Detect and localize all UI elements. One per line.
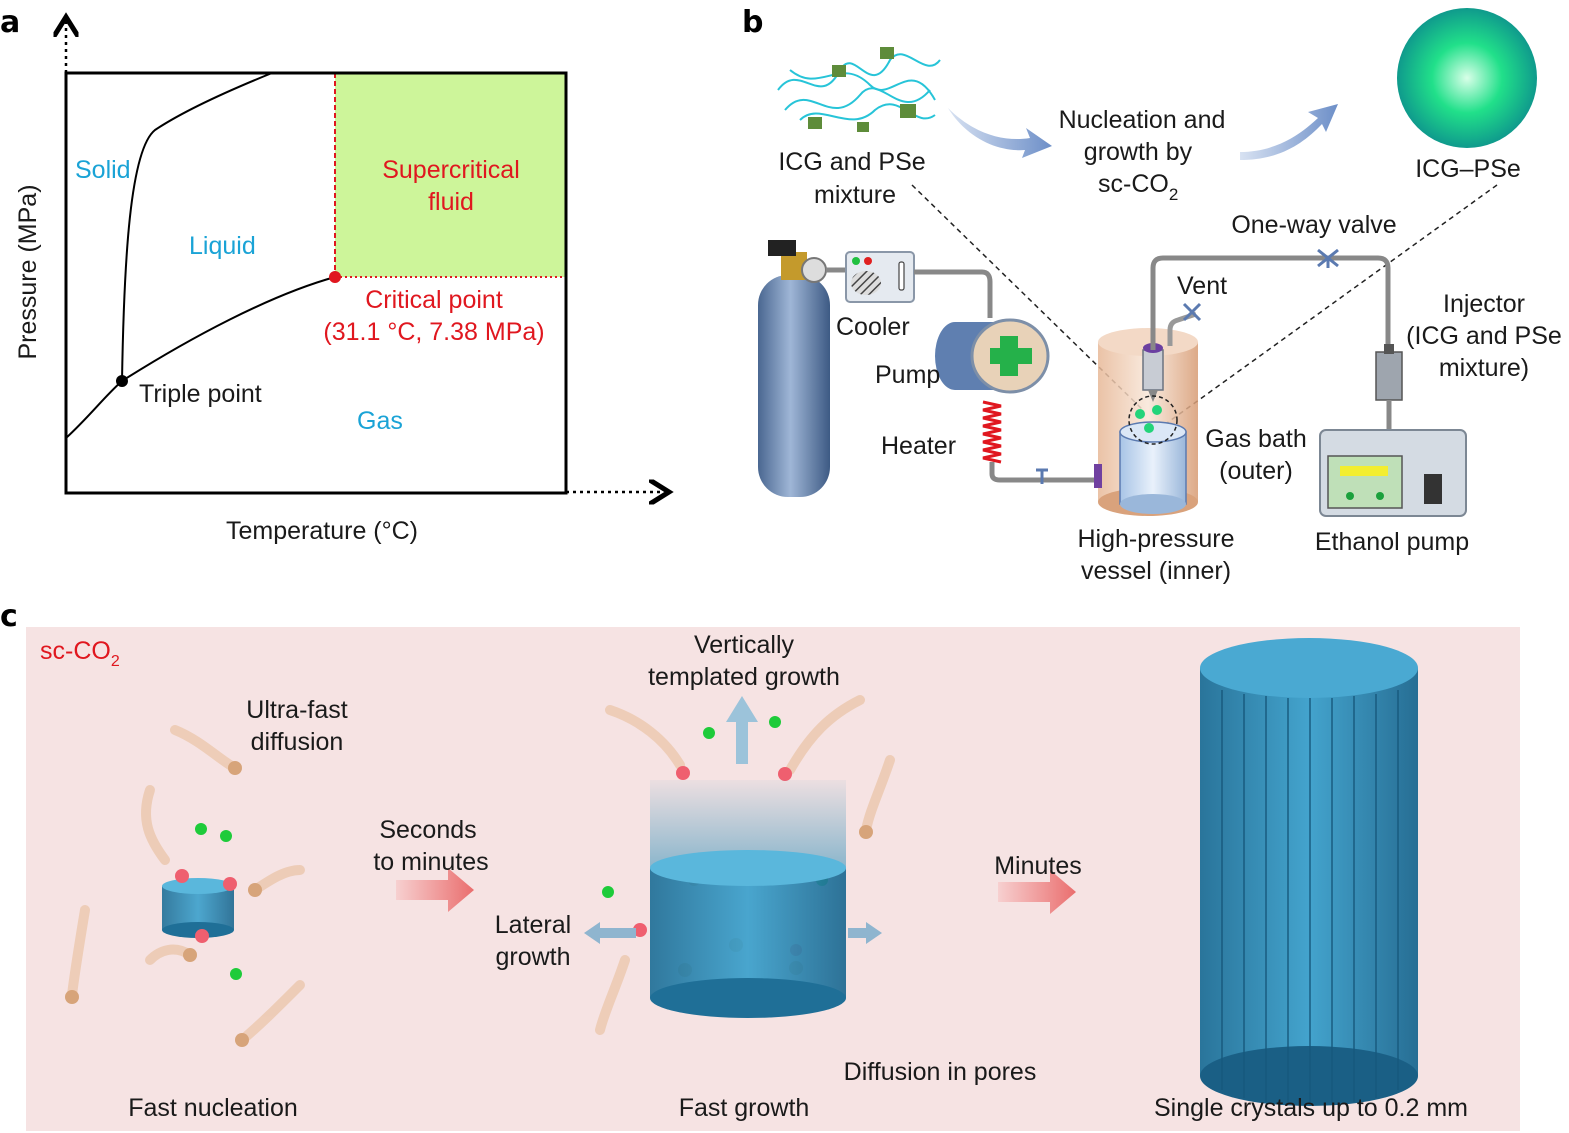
vent-label: Vent	[1177, 272, 1227, 300]
pipe-heater-vessel	[989, 462, 1096, 483]
supercritical-label-1: Supercritical	[382, 156, 520, 184]
pump-label: Pump	[875, 361, 940, 389]
panel-a-label: a	[0, 5, 20, 40]
guide-line-right	[1159, 184, 1498, 429]
time-label-1a: Seconds	[379, 816, 476, 844]
pump-unit	[935, 318, 1050, 394]
process-label-1: Nucleation and	[1059, 106, 1226, 134]
diffusion-label-1: Ultra-fast	[246, 696, 347, 724]
solid-label: Solid	[75, 156, 131, 184]
bath-label-1: Gas bath	[1205, 425, 1306, 453]
vertical-label-2: templated growth	[648, 663, 840, 691]
vessel-label-2: vessel (inner)	[1081, 557, 1231, 585]
vent-valve	[1182, 302, 1202, 322]
y-axis-title: Pressure (MPa)	[14, 184, 42, 359]
stage-2-label: Fast growth	[679, 1094, 810, 1122]
arrow-stage-1	[396, 868, 474, 912]
mixture-image	[777, 47, 941, 132]
cooler-label: Cooler	[836, 313, 910, 341]
process-arrow-2	[1240, 104, 1338, 160]
panel-c-label: c	[0, 599, 18, 634]
green-molecules	[195, 716, 828, 980]
stage-1-label: Fast nucleation	[128, 1094, 298, 1122]
stage-3-label: Single crystals up to 0.2 mm	[1154, 1094, 1468, 1122]
vertical-growth-arrow	[726, 696, 758, 764]
critical-point-label: Critical point	[365, 286, 503, 314]
liquid-label: Liquid	[189, 232, 256, 260]
injector-label-3: mixture)	[1439, 354, 1529, 382]
pores-label: Diffusion in pores	[844, 1058, 1037, 1086]
process-label-2: growth by	[1084, 138, 1193, 166]
lateral-label-1: Lateral	[495, 911, 571, 939]
process-arrow-1	[948, 108, 1052, 158]
inlet-valve	[1036, 468, 1048, 484]
lateral-arrow-left	[584, 922, 636, 944]
mixture-label-1: ICG and PSe	[778, 148, 925, 176]
x-axis-title: Temperature (°C)	[226, 517, 418, 545]
lateral-label-2: growth	[495, 943, 570, 971]
medium-subscript: 2	[111, 653, 120, 670]
vapor-curve	[65, 276, 336, 439]
vessel-label-1: High-pressure	[1077, 525, 1234, 553]
vertical-label-1: Vertically	[694, 631, 795, 659]
ethanol-pump-unit	[1319, 429, 1467, 517]
product-particle	[1397, 8, 1537, 148]
process-co2: sc-CO	[1098, 170, 1169, 198]
bath-label-2: (outer)	[1219, 457, 1293, 485]
diffusion-label-2: diffusion	[251, 728, 344, 756]
melting-curve	[121, 72, 273, 382]
lateral-arrow-right	[848, 922, 882, 944]
panel-c: c sc-CO2	[0, 599, 1520, 1131]
injector	[1375, 344, 1403, 430]
vent-pipe	[1167, 311, 1197, 346]
arrow-stage-2	[998, 870, 1076, 914]
cooler-unit	[845, 251, 915, 303]
process-co2-subscript: 2	[1169, 185, 1178, 204]
injector-label-2: (ICG and PSe	[1406, 322, 1562, 350]
growing-crystal	[650, 780, 846, 1018]
plot-frame	[64, 71, 568, 495]
supercritical-region	[335, 73, 566, 277]
pipe-injector-vessel	[1150, 255, 1391, 352]
critical-point-marker	[329, 271, 341, 283]
panel-b: b ICG and PSe mixture Nucleation and gro…	[742, 5, 1562, 585]
pipe-cooler-pump	[914, 269, 993, 318]
supercritical-label-2: fluid	[428, 188, 474, 216]
triple-point-label: Triple point	[139, 380, 262, 408]
time-label-1b: to minutes	[373, 848, 488, 876]
panel-a: a Solid Liquid Gas Supercritical fluid C…	[0, 5, 664, 545]
injector-label-1: Injector	[1443, 290, 1525, 318]
critical-point-values: (31.1 °C, 7.38 MPa)	[323, 318, 544, 346]
medium-label: sc-CO2	[40, 637, 120, 670]
medium-co2: sc-CO	[40, 637, 111, 665]
valve-label: One-way valve	[1231, 211, 1396, 239]
mixture-label-2: mixture	[814, 181, 896, 209]
ethanol-pump-label: Ethanol pump	[1315, 528, 1469, 556]
time-label-2: Minutes	[994, 852, 1082, 880]
co2-cylinder	[758, 240, 830, 497]
single-crystal	[1200, 638, 1418, 1106]
gas-label: Gas	[357, 407, 403, 435]
heater-coil	[982, 400, 1002, 464]
one-way-valve	[1317, 248, 1339, 268]
heater-label: Heater	[881, 432, 956, 460]
panel-b-label: b	[742, 5, 763, 40]
product-label: ICG–PSe	[1415, 155, 1521, 183]
process-label-3: sc-CO2	[1098, 170, 1178, 204]
nucleus-crystal	[162, 878, 234, 938]
triple-point-marker	[116, 375, 128, 387]
